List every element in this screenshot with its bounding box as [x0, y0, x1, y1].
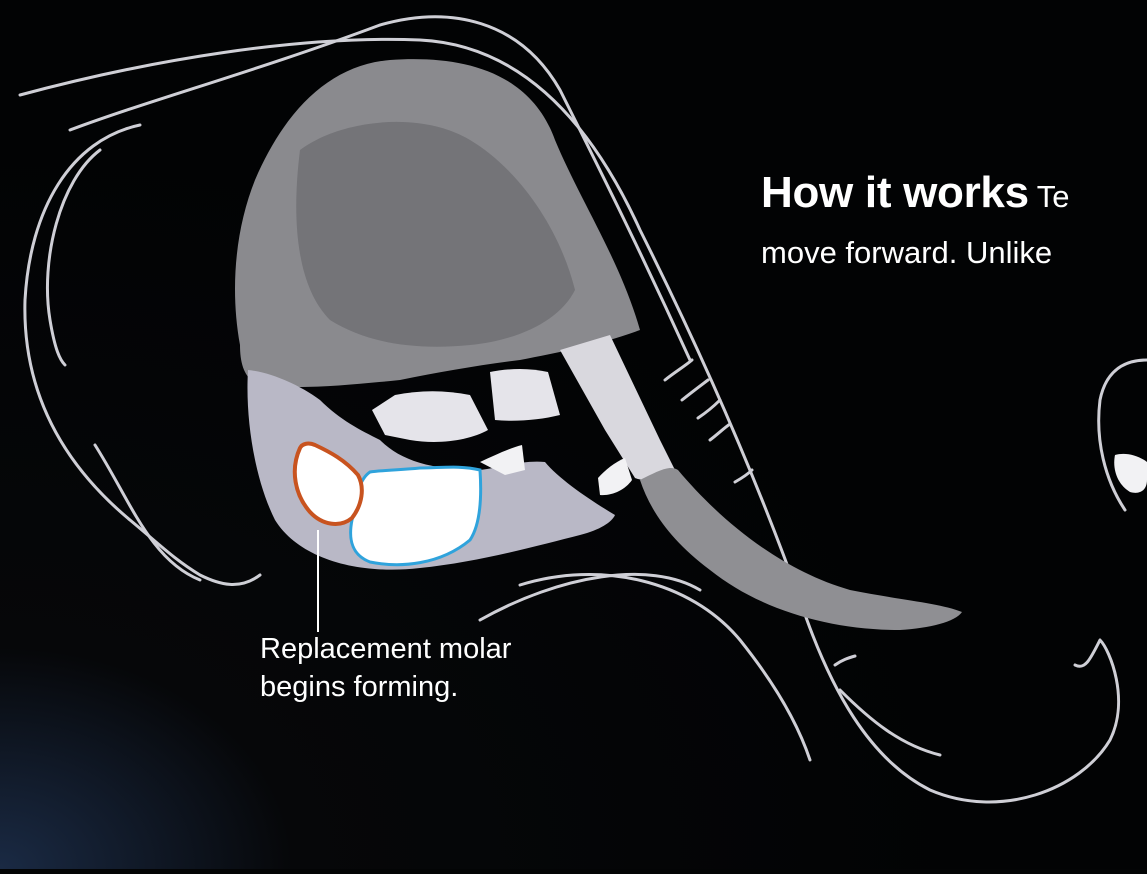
head-outline — [20, 39, 1119, 802]
trunk-wrinkle — [682, 380, 708, 400]
tooth-fragment — [1114, 454, 1147, 493]
tusk — [560, 335, 675, 480]
trunk-wrinkle — [710, 424, 730, 440]
trunk-wrinkle — [665, 360, 692, 380]
trunk-wrinkle — [835, 656, 855, 665]
callout-line-2: begins forming. — [260, 668, 511, 706]
heading-title: How it works — [761, 168, 1029, 217]
ear-outline-inner — [47, 150, 100, 365]
jaw-outline — [95, 445, 200, 580]
heading-line-2: move forward. Unlike — [761, 235, 1052, 271]
callout-line-1: Replacement molar — [260, 630, 511, 668]
trunk-edge — [840, 690, 940, 755]
trunk — [640, 468, 962, 630]
upper-tooth — [372, 391, 488, 442]
trunk-outline-lower — [480, 574, 700, 620]
replacement-molar-callout: Replacement molar begins forming. — [260, 630, 511, 706]
trunk-wrinkle — [735, 470, 752, 482]
trunk-wrinkle — [698, 400, 720, 418]
heading-continuation: Te — [1037, 179, 1070, 214]
upper-tooth — [490, 369, 560, 421]
